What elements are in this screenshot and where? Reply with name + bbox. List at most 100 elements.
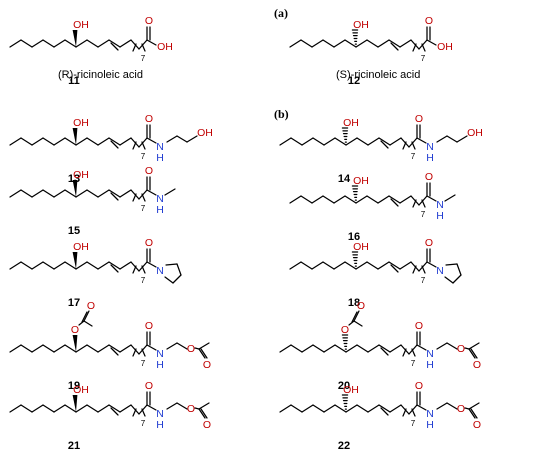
chain-bond (311, 195, 324, 204)
bond (400, 404, 410, 415)
chain-bond (119, 344, 132, 353)
chain-bond (9, 261, 22, 270)
bond (130, 404, 140, 415)
wedge-bond (72, 395, 78, 412)
bond (418, 39, 428, 50)
chain-bond (345, 344, 358, 353)
chain-bond (289, 39, 302, 48)
chain-bond (75, 344, 88, 353)
chain-bond (355, 261, 368, 270)
chain-bond (399, 39, 412, 48)
chain-bond (334, 137, 347, 146)
chain-bond (75, 137, 88, 146)
bond (186, 135, 198, 143)
compound-number: 21 (68, 440, 80, 451)
compound-number: 16 (348, 231, 360, 243)
chain-bond (20, 261, 33, 270)
pyrrolidine-nitrogen: N (436, 265, 444, 277)
bond (194, 407, 200, 410)
chain-bond (97, 261, 110, 270)
chain-bond (311, 39, 324, 48)
bond (176, 342, 188, 350)
chain-bond (97, 189, 110, 198)
compound-number: 12 (348, 75, 360, 87)
hydroxyl-group: OH (343, 384, 359, 396)
chain-bond (108, 344, 121, 353)
bond (146, 404, 157, 411)
bond (464, 407, 470, 410)
bond (194, 347, 200, 350)
chain-bond (333, 195, 346, 204)
carbonyl-oxygen: O (425, 171, 433, 183)
chain-bond (97, 137, 110, 146)
bracket (402, 408, 407, 417)
chain-bond (108, 404, 121, 413)
chain-bond (108, 137, 121, 146)
double-bond (110, 140, 119, 149)
chain-bond (64, 404, 77, 413)
amide-hydrogen: H (156, 359, 164, 371)
chain-bond (75, 404, 88, 413)
chain-bond (345, 137, 358, 146)
chain-bond (344, 261, 357, 270)
chain-bond (97, 344, 110, 353)
bond (400, 137, 410, 148)
bond (436, 402, 448, 410)
carbonyl-oxygen: O (145, 165, 153, 177)
ring-bond (165, 263, 178, 266)
bracket (412, 265, 417, 274)
bond (130, 137, 140, 148)
chain-bond (86, 261, 99, 270)
wedge-bond (72, 335, 78, 352)
carbonyl-oxygen: O (357, 300, 365, 312)
chain-bond (301, 404, 314, 413)
hydroxyl-group: OH (73, 384, 89, 396)
chain-bond (345, 404, 358, 413)
chain-bond (289, 261, 302, 270)
bond (138, 261, 148, 272)
chain-bond (323, 404, 336, 413)
chain-bond (279, 344, 292, 353)
chain-bond (86, 344, 99, 353)
chain-bond (399, 261, 412, 270)
carbonyl-oxygen: O (145, 237, 153, 249)
carbonyl-oxygen: O (425, 15, 433, 27)
chain-bond (97, 404, 110, 413)
pyrrolidine-nitrogen: N (156, 265, 164, 277)
bond (83, 310, 90, 322)
chain-bond (42, 39, 55, 48)
chain-bond (377, 39, 390, 48)
repeat-count: 7 (421, 54, 426, 63)
bond (138, 404, 148, 415)
repeat-count: 7 (421, 210, 426, 219)
amide-hydrogen: H (156, 152, 164, 164)
bond (468, 408, 476, 419)
bond (426, 261, 437, 268)
bond (200, 408, 208, 419)
acid-hydroxyl: OH (437, 41, 453, 53)
terminal-hydroxyl: OH (467, 127, 483, 139)
amide-hydrogen: H (426, 359, 434, 371)
bracket (132, 408, 137, 417)
bond (446, 135, 458, 143)
bond (138, 344, 148, 355)
bond (130, 344, 140, 355)
chain-bond (86, 137, 99, 146)
chain-bond (20, 404, 33, 413)
chain-bond (290, 404, 303, 413)
bond (138, 137, 148, 148)
chain-bond (301, 344, 314, 353)
terminal-hydroxyl: OH (197, 127, 213, 139)
ester-oxygen: O (457, 403, 465, 415)
bond (198, 402, 210, 410)
bond (426, 195, 437, 202)
chain-bond (289, 195, 302, 204)
hydroxyl-group: OH (343, 117, 359, 129)
chain-bond (322, 195, 335, 204)
bond (176, 402, 188, 410)
